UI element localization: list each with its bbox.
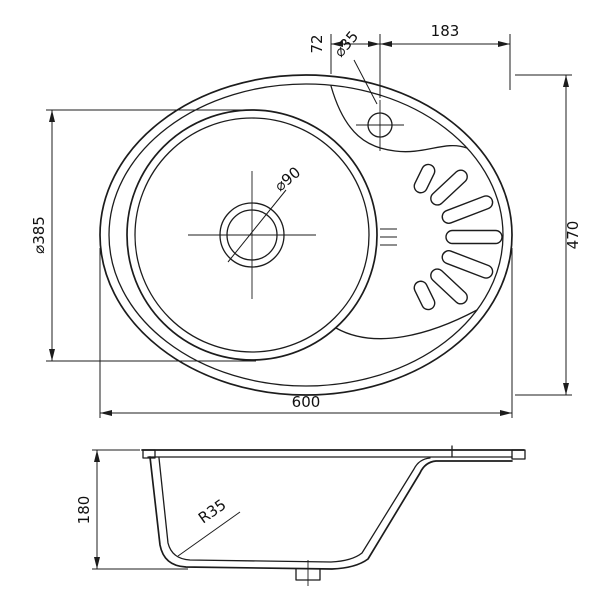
drain-diameter-label: ⌀90 <box>271 163 304 195</box>
faucet-hole <box>356 100 404 151</box>
dim-600: 600 <box>99 248 513 418</box>
bowl-diameter-label: ⌀385 <box>30 216 48 254</box>
drainboard-rib <box>441 250 494 279</box>
drain: ⌀90 <box>188 163 316 299</box>
overall-height-label: 470 <box>564 221 582 250</box>
corner-radius-callout: R35 <box>177 496 241 557</box>
overall-width-label: 600 <box>292 393 321 411</box>
drainboard-lower-curve <box>335 309 478 340</box>
overflow-marks <box>380 228 397 246</box>
faucet-offset-label: 72 <box>308 34 326 53</box>
dim-470: 470 <box>515 74 582 396</box>
top-view: ⌀90 72 ⌀35 183 <box>30 22 582 418</box>
bowl-depth-label: 180 <box>75 496 93 525</box>
faucet-platform-curve <box>330 85 468 153</box>
drainboard-rib <box>413 163 436 194</box>
leader-line <box>177 511 241 557</box>
leader-line <box>353 59 378 105</box>
bowl-profile-outer <box>149 456 513 570</box>
drainboard-rib <box>413 280 436 311</box>
bowl-inner-circle <box>134 117 370 353</box>
faucet-to-edge-label: 183 <box>431 22 460 40</box>
sink-rim <box>108 83 504 387</box>
side-view: 180 R35 <box>75 445 526 586</box>
dim-72: 72 <box>308 34 381 98</box>
right-mounting-clip <box>511 449 526 460</box>
faucet-diameter-label: ⌀35 <box>330 27 362 60</box>
drainboard-ribs <box>413 163 503 311</box>
dim-385: ⌀385 <box>30 109 256 362</box>
corner-radius-label: R35 <box>195 496 230 528</box>
sink-outer-edge <box>99 74 513 396</box>
drainboard-rib <box>430 268 468 305</box>
drain-stub <box>295 560 321 586</box>
drainboard-rib <box>445 229 503 245</box>
drainboard-rib <box>430 169 468 206</box>
drainboard-rib <box>441 195 494 224</box>
dim-183: 183 <box>380 22 511 90</box>
drain-diameter-leader <box>227 189 287 263</box>
dim-180: 180 <box>75 449 188 570</box>
bowl-profile-inner <box>158 457 431 563</box>
left-mounting-clip <box>142 449 156 459</box>
drain-stub-outline <box>295 568 321 581</box>
